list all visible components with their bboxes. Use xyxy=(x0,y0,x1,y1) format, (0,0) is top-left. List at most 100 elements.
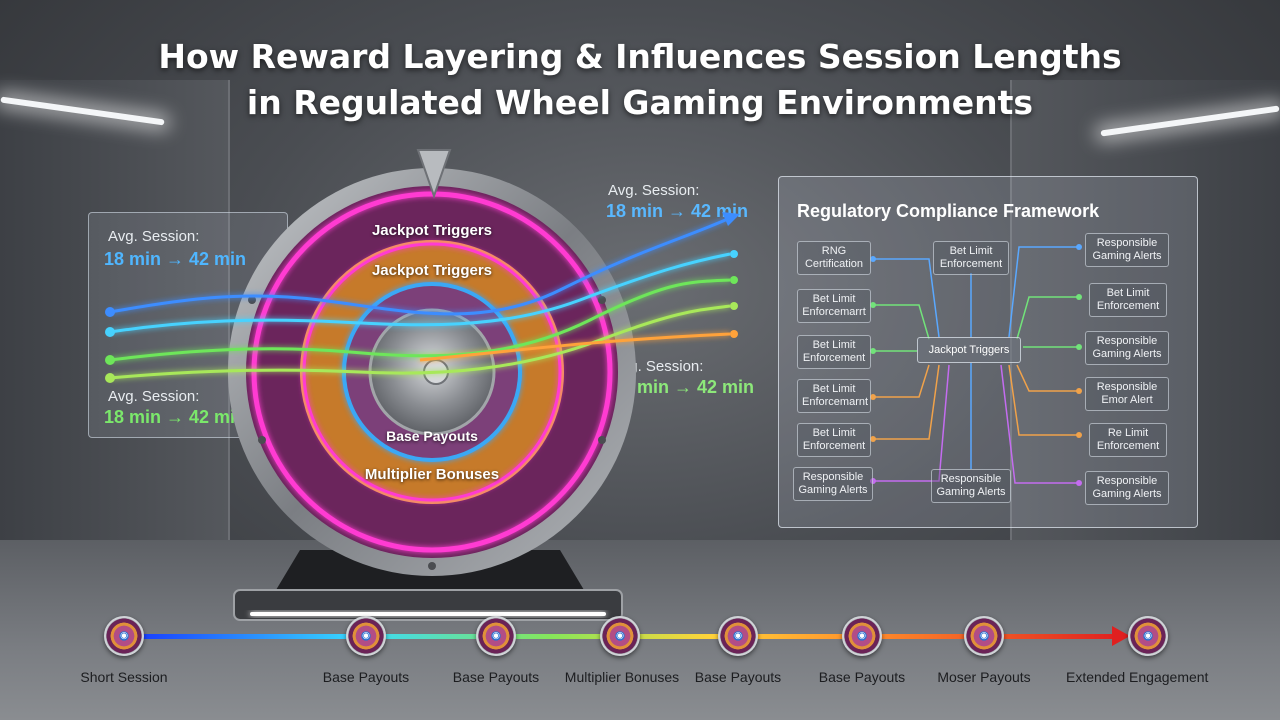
trend-lines xyxy=(109,216,731,380)
session-label-top-left: Avg. Session: xyxy=(108,228,200,245)
wheel-label-lower: Multiplier Bonuses xyxy=(364,466,500,483)
node-icon: ◉ xyxy=(120,631,128,641)
trend-line-green xyxy=(109,278,731,362)
timeline-label-6: Base Payouts xyxy=(818,669,906,685)
trend-line-cyan xyxy=(109,252,731,334)
node-icon: ◉ xyxy=(858,631,866,641)
timeline-node: ◉ xyxy=(600,616,640,656)
compliance-framework-panel: Regulatory Compliance Framework xyxy=(778,176,1198,528)
timeline-node: ◉ xyxy=(964,616,1004,656)
outer-ring-glow xyxy=(251,191,613,553)
connector-line xyxy=(871,304,930,340)
timeline-node: ◉ xyxy=(476,616,516,656)
connector-dot xyxy=(1076,344,1082,350)
timeline-node: ◉ xyxy=(842,616,882,656)
connector-dot xyxy=(1076,432,1082,438)
trend-line-lime xyxy=(109,304,731,380)
node-icon: ◉ xyxy=(734,631,742,641)
compliance-bottom-item: Responsible Gaming Alerts xyxy=(931,469,1011,503)
connector-dot xyxy=(1076,480,1082,486)
compliance-left-item-5: Bet Limit Enforcement xyxy=(797,423,871,457)
session-value-bottom-left: 18 min → 42 min xyxy=(104,407,247,427)
node-icon: ◉ xyxy=(616,631,624,641)
rim-bolt xyxy=(598,436,606,444)
title-line-1: How Reward Layering & Influences Session… xyxy=(158,37,1122,76)
connector-line xyxy=(871,364,940,440)
timeline-node: ◉ xyxy=(718,616,758,656)
connector-line xyxy=(1016,364,1079,392)
rim-bolt xyxy=(428,562,436,570)
compliance-right-item-3: Responsible Gaming Alerts xyxy=(1085,331,1169,365)
base-light-strip xyxy=(250,612,606,616)
compliance-top-item: Bet Limit Enforcement xyxy=(933,241,1009,275)
connector-dots xyxy=(870,244,1082,486)
connector-dot xyxy=(1076,388,1082,394)
trend-arrow-head xyxy=(722,212,740,226)
connector-dot xyxy=(870,394,876,400)
trend-point xyxy=(730,250,738,258)
connector-dot xyxy=(870,302,876,308)
wheel-pointer xyxy=(416,149,452,200)
session-value-mid-right: 18 min → 42 min xyxy=(612,377,755,397)
connector-line xyxy=(1008,246,1079,338)
compliance-center-node: Jackpot Triggers xyxy=(917,337,1021,363)
trend-point xyxy=(105,307,115,317)
session-label-top-right: Avg. Session: xyxy=(608,182,700,199)
connector-dot xyxy=(1076,244,1082,250)
rim-bolt xyxy=(258,436,266,444)
timeline-node: ◉ xyxy=(104,616,144,656)
timeline-label-8: Extended Engagement xyxy=(1066,669,1209,685)
connector-dot xyxy=(870,478,876,484)
connector-lines xyxy=(871,246,1079,484)
compliance-connectors xyxy=(870,244,1082,486)
timeline-label-5: Base Payouts xyxy=(694,669,782,685)
compliance-right-item-4: Responsible Emor Alert xyxy=(1085,377,1169,411)
compliance-left-item-6: Responsible Gaming Alerts xyxy=(793,467,873,501)
compliance-left-item-4: Bet Limit Enforcemarnt xyxy=(797,379,871,413)
trend-point xyxy=(730,330,738,338)
trend-point xyxy=(730,302,738,310)
wheel-label-outer: Jackpot Triggers xyxy=(371,222,493,239)
trend-line-orange xyxy=(419,332,731,362)
trend-point xyxy=(730,276,738,284)
connector-line xyxy=(1016,296,1079,340)
floor xyxy=(0,540,1280,720)
timeline-node: ◉ xyxy=(346,616,386,656)
connector-dot xyxy=(1076,294,1082,300)
left-wall xyxy=(0,80,230,550)
title-line-2: in Regulated Wheel Gaming Environments xyxy=(246,83,1034,122)
timeline-label-2: Base Payouts xyxy=(322,669,410,685)
rim-bolt xyxy=(248,296,256,304)
session-value-top-right: 18 min → 42 min xyxy=(606,201,749,221)
compliance-framework-title: Regulatory Compliance Framework xyxy=(797,201,1100,221)
connector-line xyxy=(1000,364,1079,484)
trend-point xyxy=(105,327,115,337)
node-icon: ◉ xyxy=(1144,631,1152,641)
middle-ring-glow xyxy=(302,242,562,502)
compliance-left-item-3: Bet Limit Enforcement xyxy=(797,335,871,369)
session-label-bottom-left: Avg. Session: xyxy=(108,388,200,405)
connector-line xyxy=(871,258,940,338)
connector-dot xyxy=(870,436,876,442)
node-icon: ◉ xyxy=(362,631,370,641)
trend-line-blue xyxy=(109,216,731,316)
trend-line-endpoints xyxy=(105,212,740,383)
compliance-right-item-5: Re Limit Enforcement xyxy=(1089,423,1167,457)
page-title: How Reward Layering & Influences Session… xyxy=(0,34,1280,126)
timeline-label-3: Base Payouts xyxy=(452,669,540,685)
wheel-label-inner: Base Payouts xyxy=(386,428,478,444)
connector-line xyxy=(1008,364,1079,436)
timeline-node: ◉ xyxy=(1128,616,1168,656)
compliance-left-item-2: Bet Limit Enforcemarrt xyxy=(797,289,871,323)
node-icon: ◉ xyxy=(980,631,988,641)
connector-line xyxy=(871,364,930,398)
connector-dot xyxy=(870,256,876,262)
timeline-label-1: Short Session xyxy=(80,669,168,685)
timeline-label-7: Moser Payouts xyxy=(937,669,1031,685)
connector-dot xyxy=(870,348,876,354)
trend-point xyxy=(105,373,115,383)
node-icon: ◉ xyxy=(492,631,500,641)
connector-line xyxy=(871,364,950,482)
timeline-label-4: Multiplier Bonuses xyxy=(564,669,680,685)
